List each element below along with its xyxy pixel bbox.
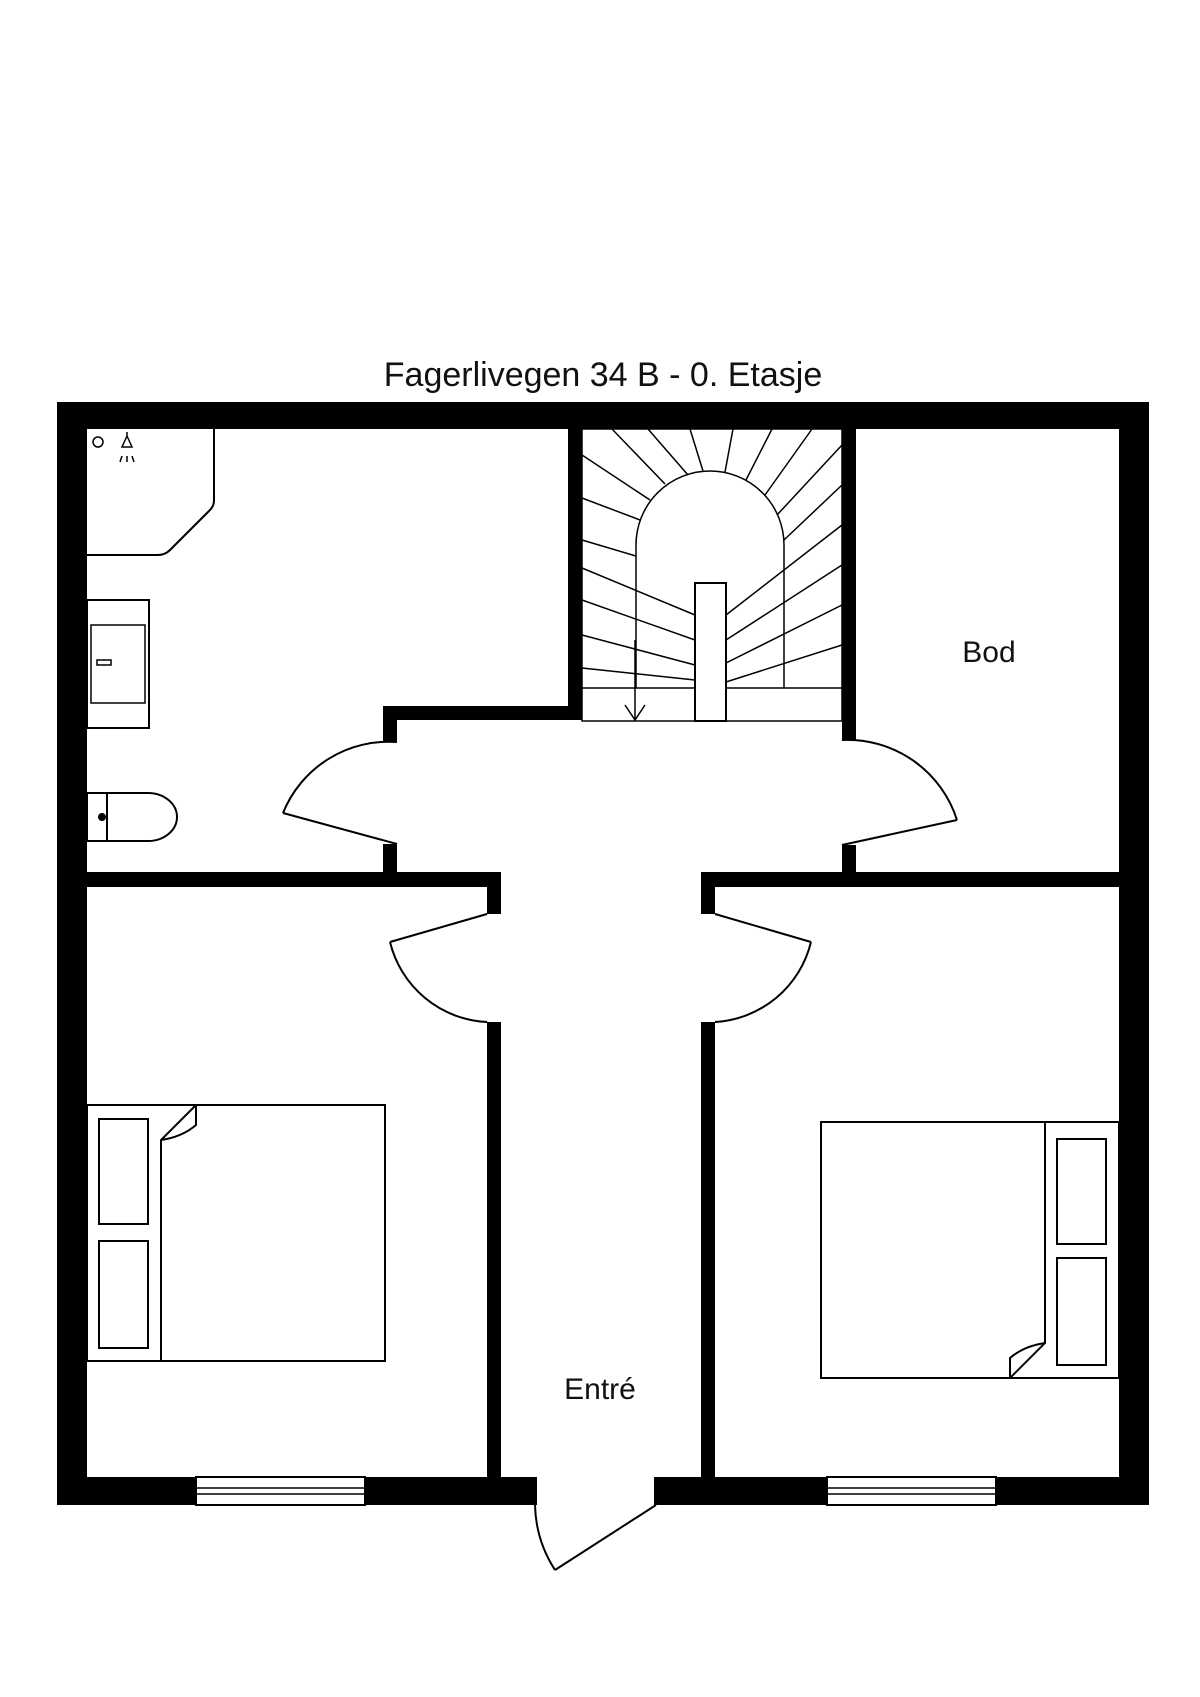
sink [86,599,150,729]
door-bedroom-left [389,913,488,1023]
door-bathroom [282,740,398,845]
plan-title: Fagerlivegen 34 B - 0. Etasje [384,356,822,394]
room-label-bod: Bod [962,636,1015,669]
bed-right [820,1121,1120,1379]
shower [87,429,215,556]
door-bod [841,738,958,846]
interior-walls [87,429,1119,1477]
door-bedroom-right [714,913,812,1023]
staircase [581,428,843,722]
window-right [826,1476,997,1506]
room-label-entre: Entré [564,1373,636,1406]
bed-left [86,1104,386,1362]
toilet [86,792,178,842]
window-left [195,1476,366,1506]
door-entrance [531,1477,661,1571]
outer-walls [57,402,1149,1505]
